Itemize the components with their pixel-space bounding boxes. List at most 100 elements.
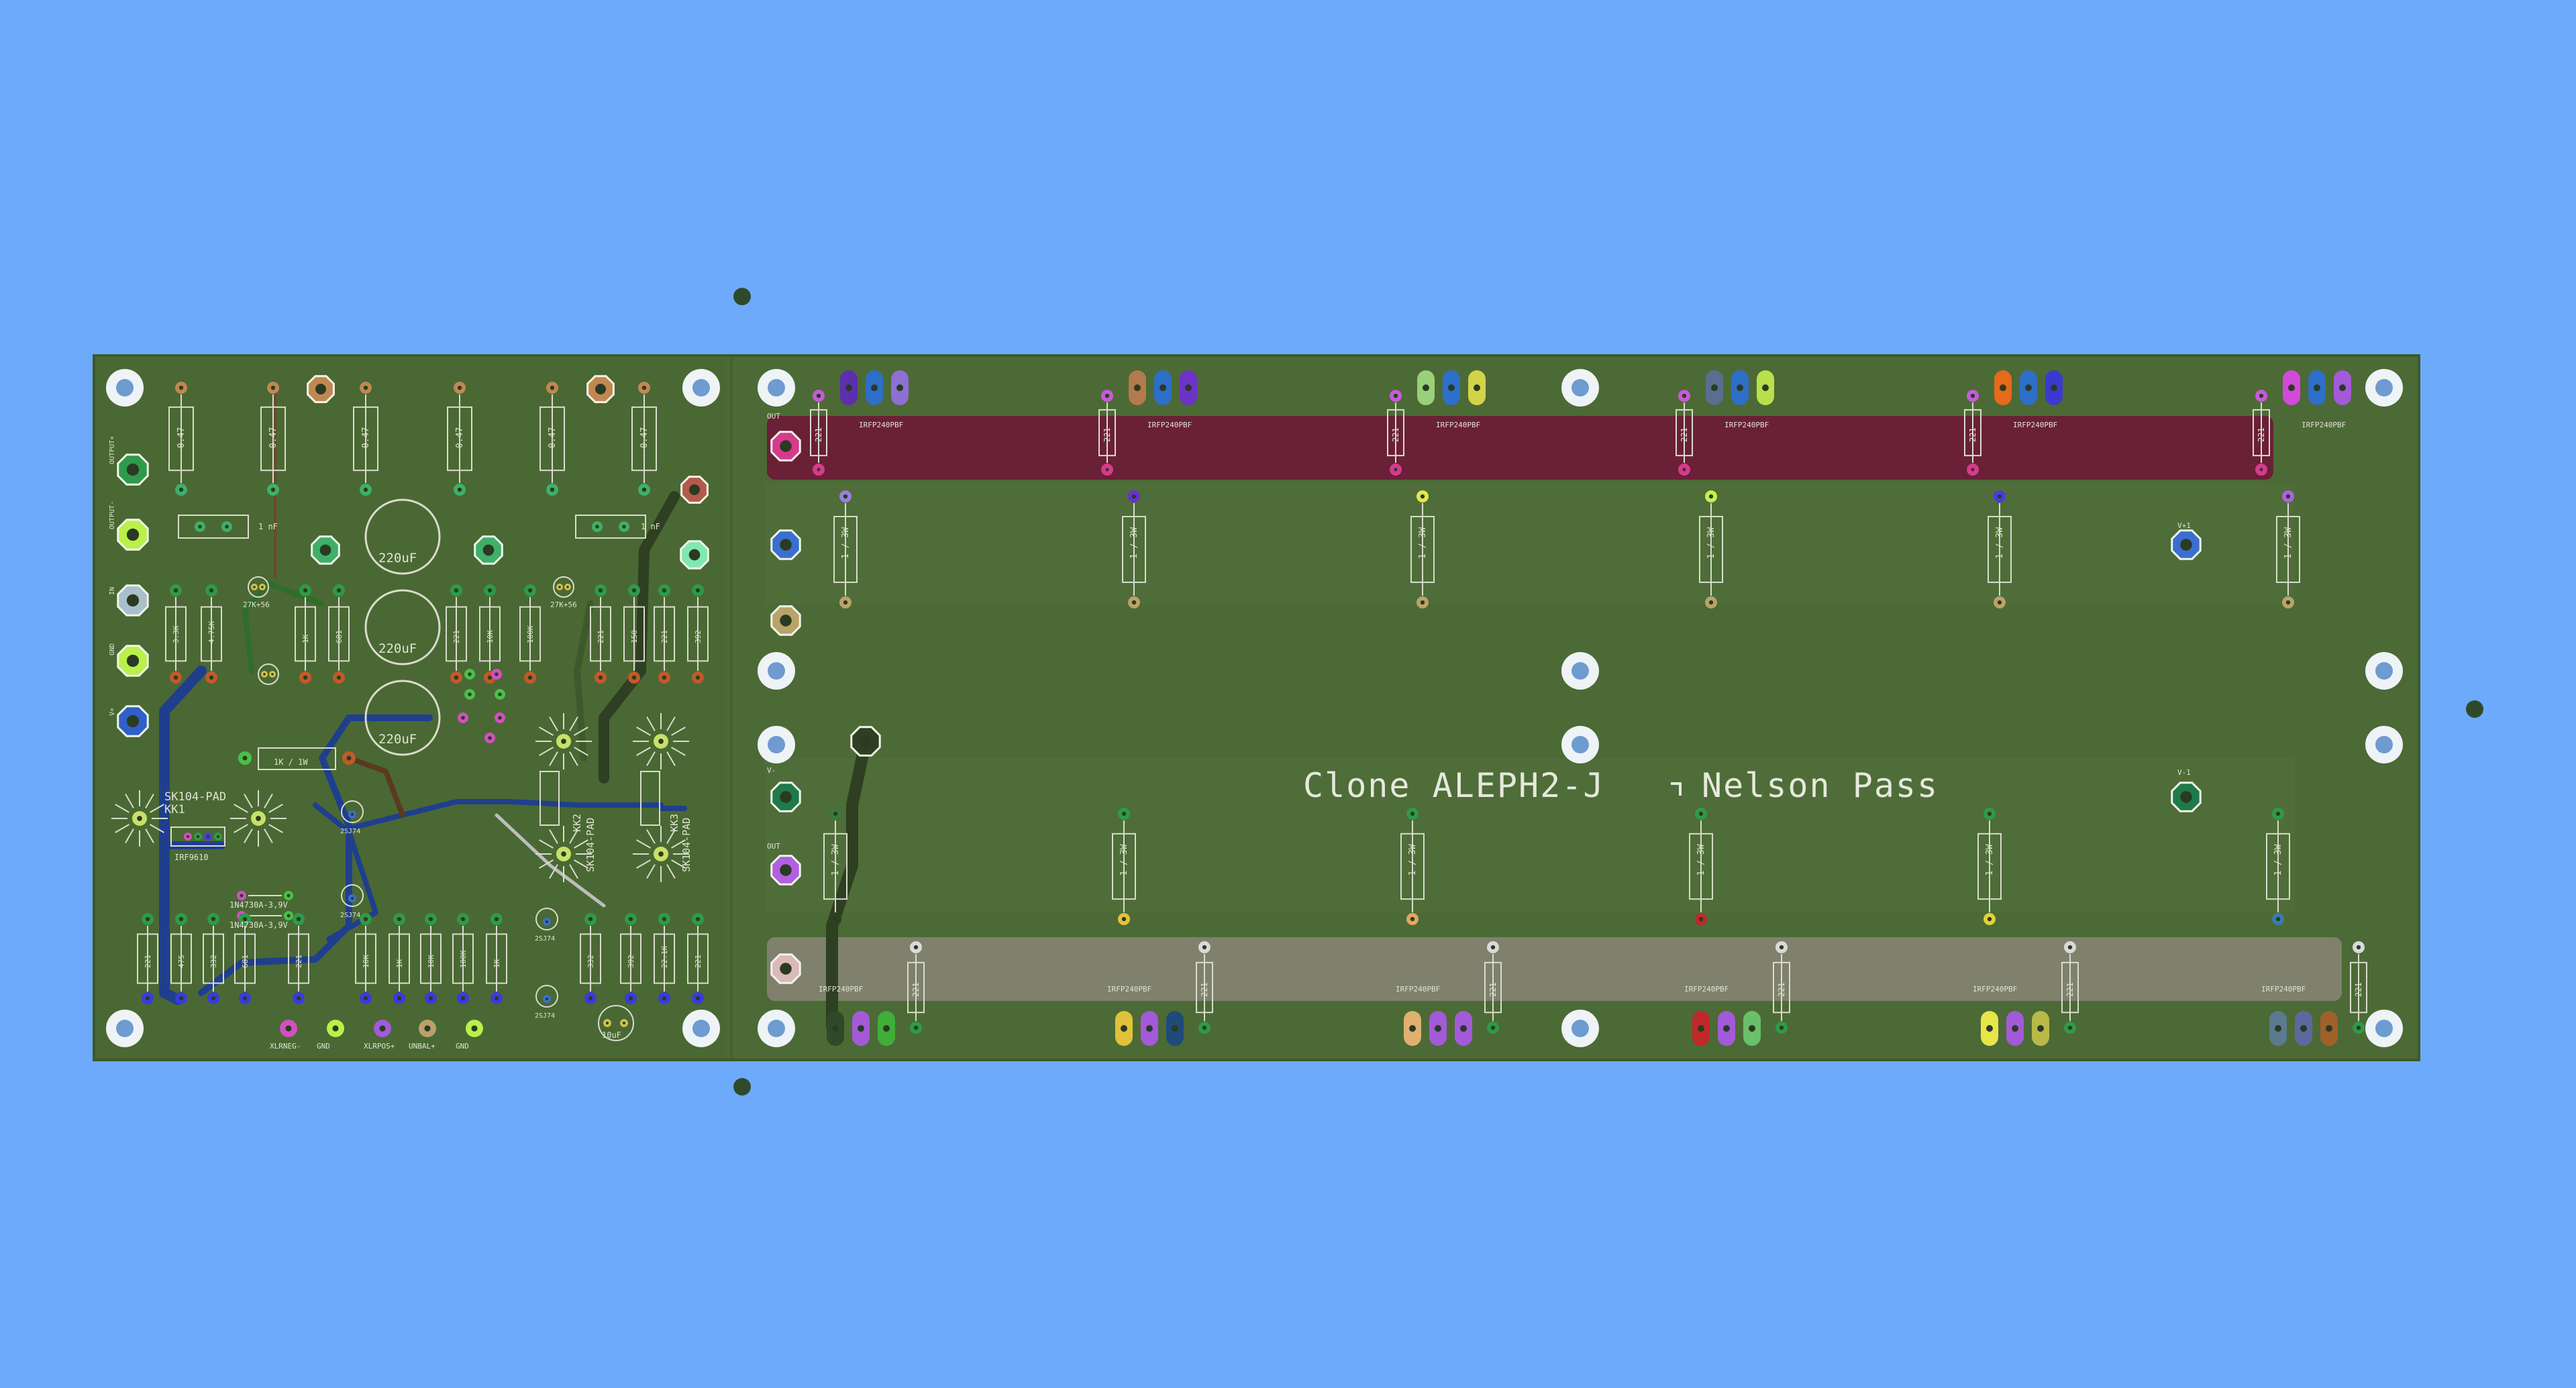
connector-pad bbox=[770, 953, 801, 984]
pad-hole bbox=[843, 494, 848, 499]
kk-label-3: KK3 bbox=[668, 814, 680, 832]
resistor-value: 221 bbox=[1391, 427, 1400, 442]
resistor-body bbox=[447, 406, 472, 472]
pin-hole bbox=[1435, 1025, 1441, 1032]
connector-hole bbox=[126, 463, 140, 476]
mosfet-pin bbox=[1129, 370, 1146, 405]
mosfet-pin bbox=[2283, 370, 2300, 405]
solder-pad bbox=[269, 671, 276, 678]
fiducial-mark bbox=[2466, 700, 2483, 718]
resistor: 392 bbox=[687, 584, 709, 684]
copper-trace bbox=[313, 802, 378, 942]
heatsink-fin bbox=[646, 829, 656, 844]
pin-hole bbox=[2037, 1025, 2044, 1032]
resistor-body bbox=[1196, 961, 1213, 1014]
resistor-value: 221 bbox=[2257, 427, 2266, 442]
resistor: 221 bbox=[1196, 941, 1213, 1034]
pad-hole bbox=[178, 996, 184, 1001]
pad-hole bbox=[598, 675, 603, 680]
transistor-label: 2SJ74 bbox=[340, 828, 360, 835]
pad-hole bbox=[2259, 393, 2264, 398]
pin-hole bbox=[1448, 384, 1455, 391]
mosfet-pin bbox=[1417, 370, 1435, 405]
solder-pad bbox=[491, 669, 502, 680]
resistor: 4.75K bbox=[201, 584, 222, 684]
resistor-value: 1 / 3W bbox=[1129, 527, 1139, 559]
solder-pad bbox=[393, 992, 405, 1004]
mosfet-pin bbox=[1141, 1011, 1158, 1046]
pin-hole bbox=[1409, 1025, 1416, 1032]
resistor-value: 1K bbox=[395, 959, 404, 968]
pad-hole bbox=[487, 588, 493, 593]
resistor-value: 10K bbox=[427, 955, 435, 968]
solder-pad bbox=[620, 1019, 628, 1027]
mount-label: V-1 bbox=[2177, 768, 2191, 777]
mosfet-pin bbox=[866, 370, 883, 405]
pad-hole bbox=[2067, 945, 2073, 950]
pad-hole bbox=[695, 675, 701, 680]
solder-pad bbox=[1967, 390, 1979, 402]
jfet-transistor: 2SJ74 bbox=[340, 884, 364, 919]
solder-pad bbox=[1775, 941, 1788, 953]
heatsink-label-1: SK104-PAD bbox=[164, 790, 226, 804]
solder-pad bbox=[425, 992, 437, 1004]
resistor: 100K bbox=[519, 584, 541, 684]
connector-pad bbox=[311, 535, 340, 565]
pad-hole bbox=[332, 1025, 339, 1032]
connector-pad bbox=[770, 782, 801, 812]
solder-pad bbox=[360, 992, 372, 1004]
resistor: 392 bbox=[620, 913, 641, 1004]
mount-label: V+1 bbox=[2177, 521, 2191, 530]
resistor: 1 / 3W bbox=[1122, 490, 1146, 608]
connector-hole bbox=[126, 654, 140, 668]
solder-pad bbox=[658, 672, 670, 684]
pad-hole bbox=[296, 996, 301, 1001]
connector-hole bbox=[2180, 791, 2192, 803]
resistor: 332 bbox=[580, 913, 601, 1004]
mosfet-pin bbox=[2295, 1011, 2312, 1046]
transistor-outline bbox=[341, 800, 364, 823]
resistor-body bbox=[1098, 409, 1116, 457]
pad-hole bbox=[457, 487, 462, 492]
solder-pad bbox=[813, 390, 825, 402]
heatsink-label-2: SK104-PAD bbox=[584, 818, 597, 872]
solder-pad bbox=[592, 521, 603, 532]
pad-hole bbox=[566, 586, 569, 588]
pad-hole bbox=[285, 1025, 292, 1032]
solder-pad bbox=[454, 382, 466, 394]
pad-hole bbox=[588, 916, 593, 922]
heatsink-footprint bbox=[633, 826, 689, 882]
heatsink-fin bbox=[268, 824, 283, 833]
resistor-value: 1 / 3W bbox=[2273, 844, 2283, 875]
pad-hole bbox=[178, 385, 184, 390]
cap-label-10uf: 10uF bbox=[602, 1030, 621, 1040]
pad-hole bbox=[363, 487, 368, 492]
resistor-body bbox=[1122, 516, 1146, 583]
solder-pad bbox=[214, 833, 222, 841]
resistor-body bbox=[2276, 516, 2300, 583]
solder-pad bbox=[692, 672, 704, 684]
solder-pad bbox=[293, 913, 305, 925]
solder-pad bbox=[239, 992, 251, 1004]
resistor-value: 100K bbox=[459, 950, 468, 968]
heatsink-fin bbox=[264, 829, 273, 843]
heatsink-fin bbox=[264, 794, 273, 808]
mounting-hole bbox=[106, 369, 144, 407]
pad-hole bbox=[1779, 1025, 1784, 1030]
pad-hole bbox=[173, 675, 178, 680]
pad-hole bbox=[833, 811, 838, 816]
solder-pad bbox=[692, 992, 704, 1004]
pin-hole bbox=[2314, 384, 2320, 391]
electrolytic-cap: 220uF bbox=[364, 498, 441, 575]
resistor: 10K bbox=[420, 913, 442, 1004]
pad-hole bbox=[1708, 600, 1714, 605]
mosfet-label: IRFP240PBF bbox=[1973, 985, 2017, 994]
solder-pad bbox=[1487, 1022, 1499, 1034]
mount-drill bbox=[2375, 662, 2393, 680]
pad-hole bbox=[1394, 468, 1398, 472]
resistor-value: 221 bbox=[814, 427, 823, 442]
solder-pad bbox=[524, 672, 536, 684]
solder-pad bbox=[658, 992, 670, 1004]
pad-hole bbox=[2275, 811, 2281, 816]
resistor-body bbox=[420, 933, 442, 984]
